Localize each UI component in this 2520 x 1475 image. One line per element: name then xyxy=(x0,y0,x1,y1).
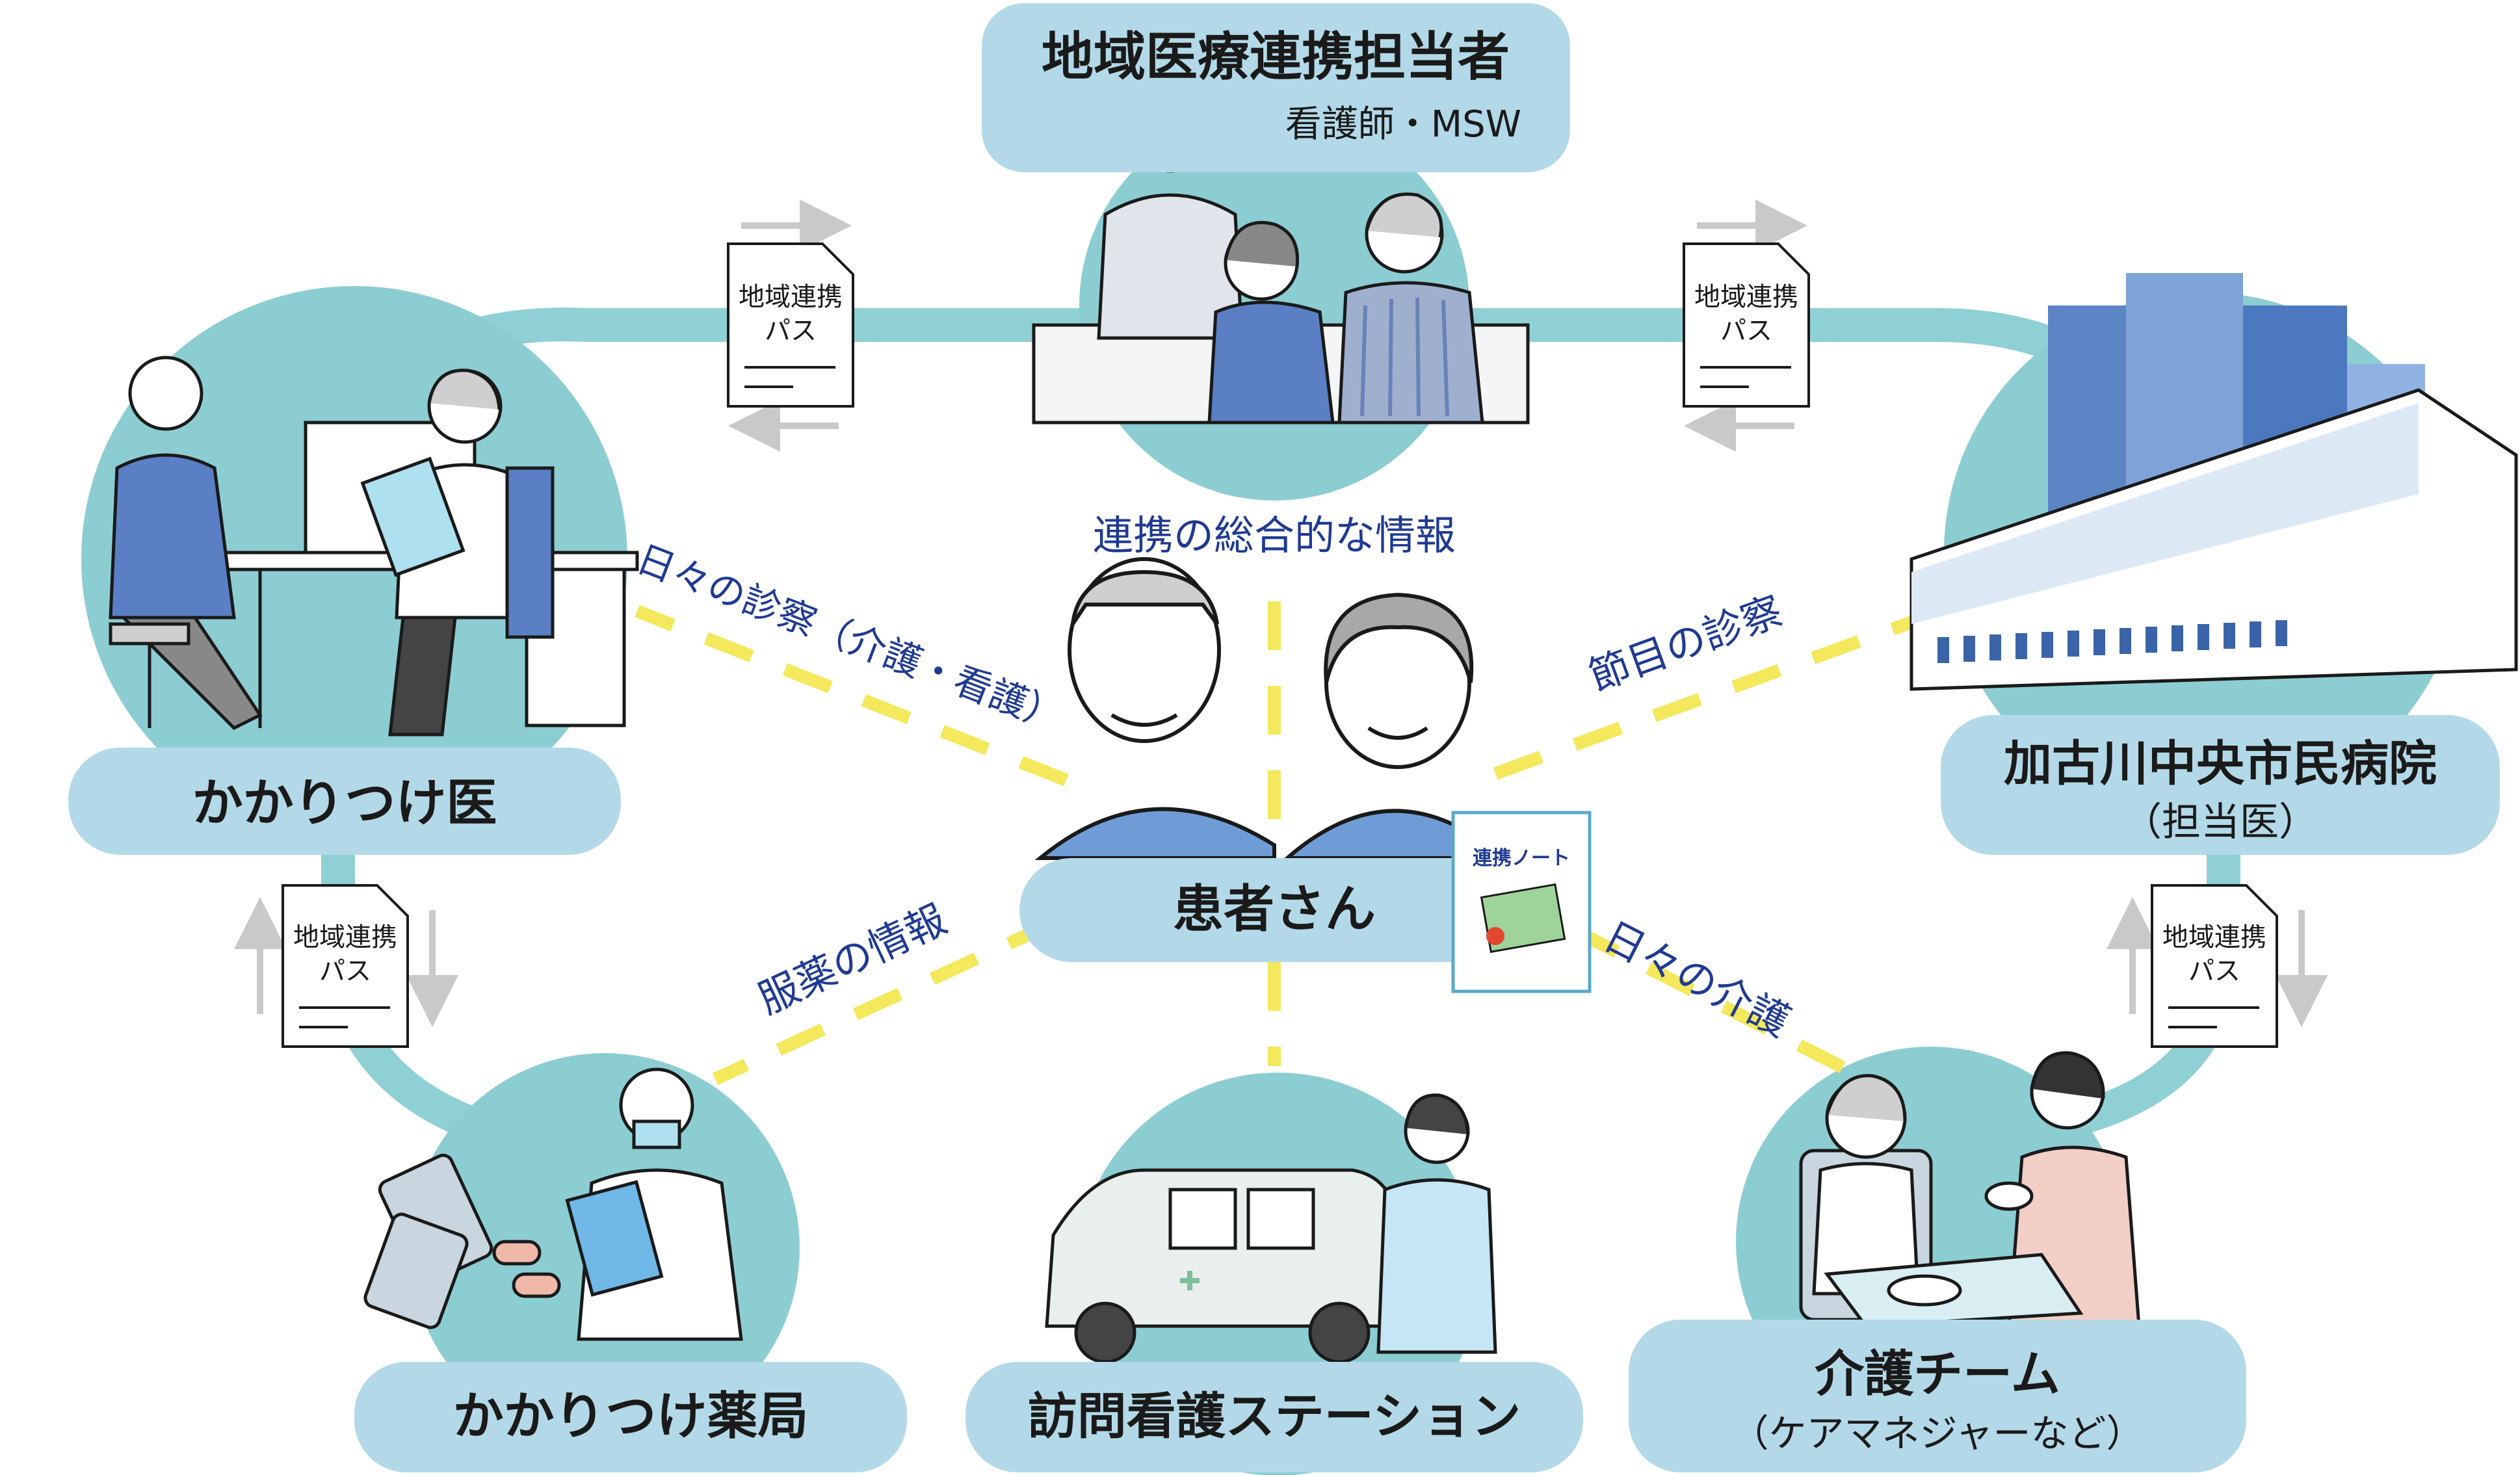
nurse-uniform xyxy=(1376,1178,1497,1354)
node-patient: 患者さん xyxy=(1019,858,1533,962)
nurse-hair xyxy=(1404,1093,1470,1135)
notebook-label: 連携ノート xyxy=(1473,847,1570,870)
capsule-1 xyxy=(492,1240,542,1266)
flow-line-pharmacy xyxy=(712,917,1057,1086)
doctor-chair xyxy=(505,466,555,639)
pharmacy-title: かかりつけ薬局 xyxy=(453,1387,809,1446)
family-doctor-title: かかりつけ医 xyxy=(192,774,497,833)
elder-body xyxy=(1812,1162,1920,1296)
elder-hair xyxy=(1825,1074,1907,1122)
coordinator-subtitle: 看護師・MSW xyxy=(1285,103,1521,146)
care-team-title: 介護チーム xyxy=(1815,1345,2060,1403)
hospital-windows xyxy=(1937,620,2287,663)
patient-man-hair xyxy=(1071,569,1219,625)
van-cross xyxy=(1180,1271,1200,1290)
flow-label-pharmacy: 服薬の情報 xyxy=(751,895,954,1023)
nurse-body xyxy=(1097,193,1244,340)
patient-stool xyxy=(109,622,190,646)
doc-line2: パス xyxy=(319,956,371,986)
hospital-illustration xyxy=(1910,273,2518,691)
van-wheel-front xyxy=(1074,1301,1136,1364)
doctor-legs xyxy=(388,616,457,737)
pharmacist-mask xyxy=(632,1119,681,1149)
caregiver-hair xyxy=(2030,1051,2105,1099)
node-family-doctor: かかりつけ医 xyxy=(68,748,621,855)
clipboard xyxy=(360,456,466,577)
pathway-doc-left: 地域連携 パス xyxy=(234,884,458,1048)
flow-label-care-team: 日々の介護 xyxy=(1596,912,1797,1046)
hospital-title: 加古川中央市民病院 xyxy=(2004,736,2437,792)
pharmacy-illustration xyxy=(363,1067,743,1341)
patient-head xyxy=(128,356,203,431)
node-coordinator: 地域医療連携担当者 看護師・MSW xyxy=(982,3,1570,172)
node-pharmacy: かかりつけ薬局 xyxy=(354,1362,907,1472)
hospital-facade xyxy=(1911,403,2419,624)
doc-line2: パス xyxy=(2188,956,2240,986)
patient-man-smile xyxy=(1110,713,1178,727)
rice-bowl xyxy=(1984,1181,2034,1211)
coordinator-title: 地域医療連携担当者 xyxy=(1042,27,1510,87)
pharmacist-clipboard xyxy=(565,1180,664,1297)
flow-line-care-team xyxy=(1570,924,1856,1078)
flow-line-family-doctor xyxy=(635,605,1069,787)
family-doctor-illustration xyxy=(109,356,639,737)
capsule-2 xyxy=(512,1272,561,1298)
visiting-nurse-illustration xyxy=(1045,1093,1497,1364)
patient-woman-hair xyxy=(1224,220,1300,267)
flow-label-family-doctor: 日々の診察（介護・看護） xyxy=(631,536,1069,740)
patient-man-torso xyxy=(1034,807,1276,860)
doc-line1: 地域連携 xyxy=(739,282,843,312)
patient-title: 患者さん xyxy=(1173,880,1376,939)
node-visiting-nurse: 訪問看護ステーション xyxy=(965,1362,1583,1472)
flow-line-hospital xyxy=(1493,611,1927,780)
liaison-notebook: 連携ノート xyxy=(1451,811,1592,993)
info-flow-lines xyxy=(635,572,1927,1086)
flow-label-coordinator: 連携の総合的な情報 xyxy=(1093,512,1456,559)
patient-man-hair xyxy=(1365,192,1443,238)
notebook-pen-icon xyxy=(1486,927,1504,945)
visiting-nurse-title: 訪問看護ステーション xyxy=(1028,1387,1521,1445)
patient-woman-hair xyxy=(1324,592,1474,683)
pathway-doc-top-left: 地域連携 パス xyxy=(727,200,854,452)
doc-line1: 地域連携 xyxy=(293,922,397,952)
patients-illustration xyxy=(1034,557,1497,860)
van-window-2 xyxy=(1246,1188,1315,1250)
pill-sheet-2 xyxy=(363,1212,469,1329)
hospital-subtitle: （担当医） xyxy=(2123,800,2318,845)
striped-shirt xyxy=(1360,297,1449,417)
doc-line2: パス xyxy=(1720,316,1772,346)
patient-woman-smile xyxy=(1367,726,1428,740)
van-window-1 xyxy=(1168,1188,1237,1250)
patient-woman-body xyxy=(1207,300,1335,424)
pathway-doc-right: 地域連携 パス xyxy=(2107,884,2328,1048)
van-wheel-rear xyxy=(1308,1301,1371,1364)
node-care-team: 介護チーム （ケアマネジャーなど） xyxy=(1629,1320,2246,1472)
meal-plate xyxy=(1887,1274,1962,1307)
patient-body xyxy=(109,453,236,620)
doctor-hair xyxy=(427,369,501,410)
pathway-doc-top-right: 地域連携 パス xyxy=(1683,200,1810,452)
doc-line2: パス xyxy=(765,316,817,346)
doc-line1: 地域連携 xyxy=(2162,922,2266,952)
care-team-subtitle: （ケアマネジャーなど） xyxy=(1731,1411,2144,1455)
doc-line1: 地域連携 xyxy=(1694,282,1798,312)
node-hospital: 加古川中央市民病院 （担当医） xyxy=(1941,715,2500,855)
care-team-illustration xyxy=(1799,1051,2141,1328)
